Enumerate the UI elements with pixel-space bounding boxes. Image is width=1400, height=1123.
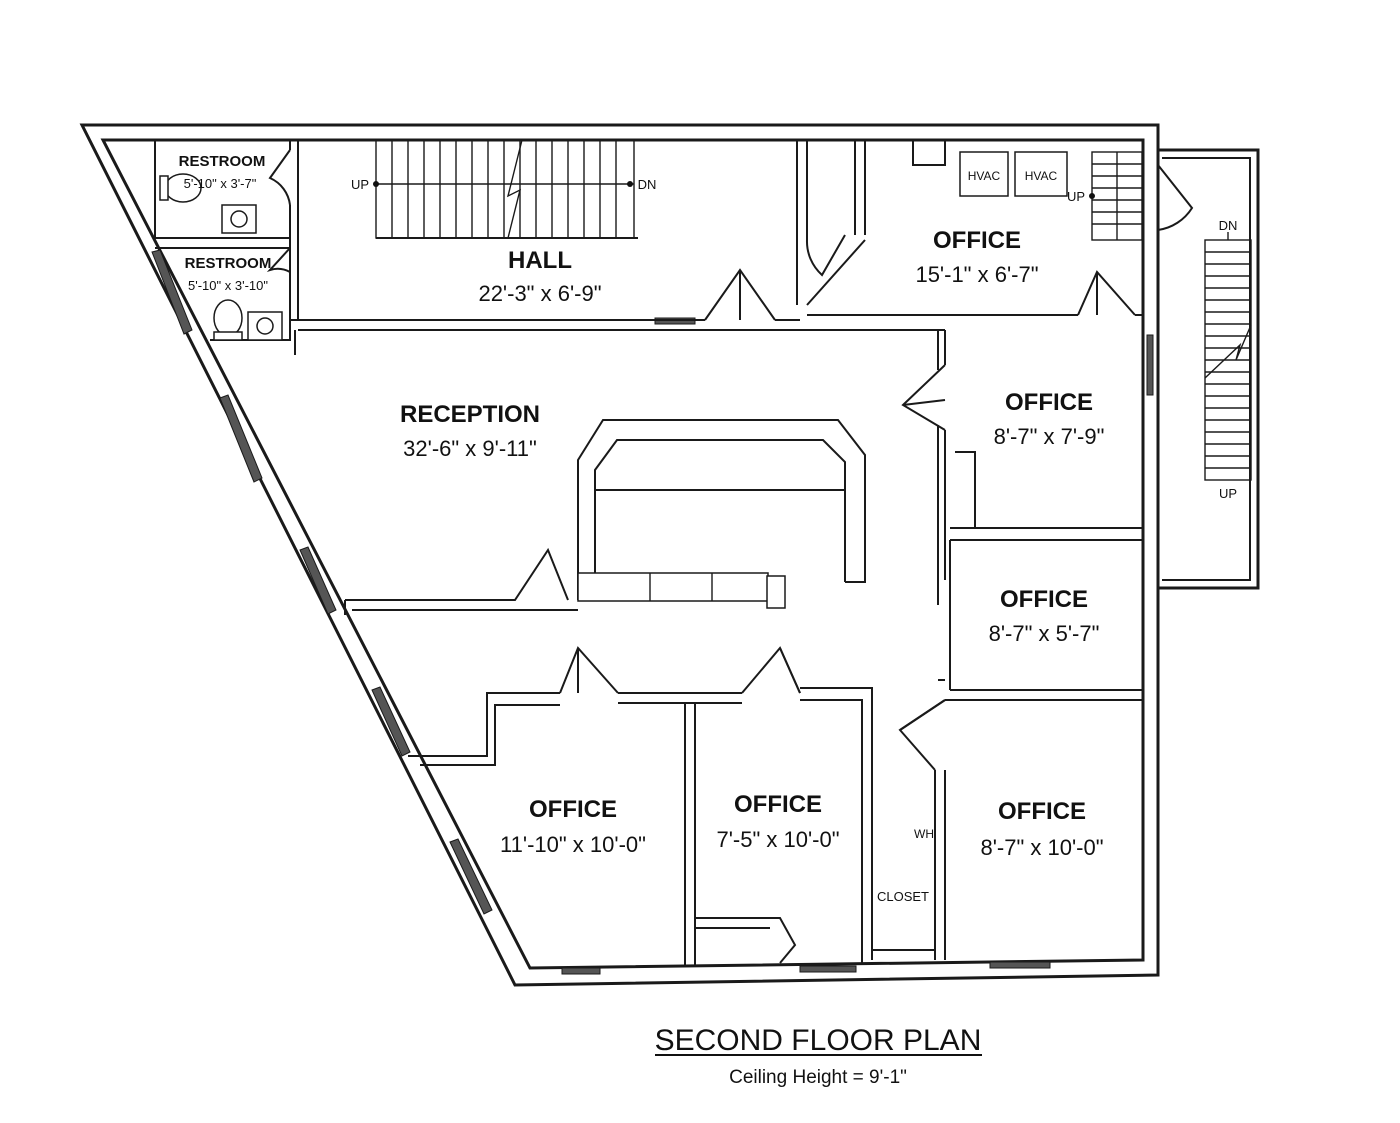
- exterior-stair-enclosure: [1158, 148, 1260, 590]
- hvac-1-label: HVAC: [968, 169, 1001, 183]
- exterior-door: [1157, 164, 1194, 231]
- closet-label: CLOSET: [877, 889, 929, 904]
- reception-dim: 32'-6" x 9'-11": [403, 436, 537, 461]
- office-right-2-dim: 8'-7" x 5'-7": [989, 621, 1100, 646]
- office-right-1-dim: 8'-7" x 7'-9": [994, 424, 1105, 449]
- stair-main-dn-label: DN: [638, 177, 657, 192]
- hall-name: HALL: [508, 247, 572, 274]
- office-bottom-right-dim: 8'-7" x 10'-0": [980, 835, 1103, 860]
- restroom-fixtures: [159, 173, 283, 341]
- stair-ext-dn-label: DN: [1219, 218, 1238, 233]
- reception-name: RECEPTION: [400, 401, 540, 428]
- right-offices-walls: [901, 330, 1143, 701]
- office-bottom-left-name: OFFICE: [529, 796, 617, 823]
- office-top-dim: 15'-1" x 6'-7": [915, 262, 1038, 287]
- small-stair: [1089, 151, 1143, 241]
- restroom-2-name: RESTROOM: [185, 255, 272, 272]
- exterior-stair: [1204, 232, 1252, 481]
- stair-main-up-label: UP: [351, 177, 369, 192]
- stair-ext-up-label: UP: [1219, 486, 1237, 501]
- office-bottom-mid-name: OFFICE: [734, 791, 822, 818]
- hall-walls: [290, 140, 945, 355]
- office-right-1-name: OFFICE: [1005, 389, 1093, 416]
- bottom-offices-walls: [344, 547, 946, 965]
- office-right-2-name: OFFICE: [1000, 586, 1088, 613]
- reception-desk: [577, 419, 866, 609]
- office-bottom-mid-dim: 7'-5" x 10'-0": [716, 827, 839, 852]
- restroom-doors: [266, 149, 291, 273]
- plan-subtitle: Ceiling Height = 9'-1": [729, 1067, 907, 1088]
- hall-dim: 22'-3" x 6'-9": [478, 281, 601, 306]
- windows: [151, 249, 1154, 975]
- restroom-1-dim: 5'-10" x 3'-7": [184, 176, 257, 191]
- hvac-2-label: HVAC: [1025, 169, 1058, 183]
- office-bottom-left-dim: 11'-10" x 10'-0": [500, 832, 646, 857]
- wh-label: WH: [914, 827, 934, 841]
- office-top-name: OFFICE: [933, 227, 1021, 254]
- main-stair: [373, 139, 635, 239]
- restroom-2-dim: 5'-10" x 3'-10": [188, 278, 268, 293]
- restroom-1-name: RESTROOM: [179, 153, 266, 170]
- office-top-walls: [807, 140, 1143, 316]
- shaft-walls: [796, 140, 866, 306]
- hall-doors: [704, 268, 776, 321]
- hvac-units: [959, 151, 1068, 197]
- stair-small-up-label: UP: [1067, 189, 1085, 204]
- plan-title: SECOND FLOOR PLAN: [655, 1024, 982, 1057]
- office-bottom-right-name: OFFICE: [998, 798, 1086, 825]
